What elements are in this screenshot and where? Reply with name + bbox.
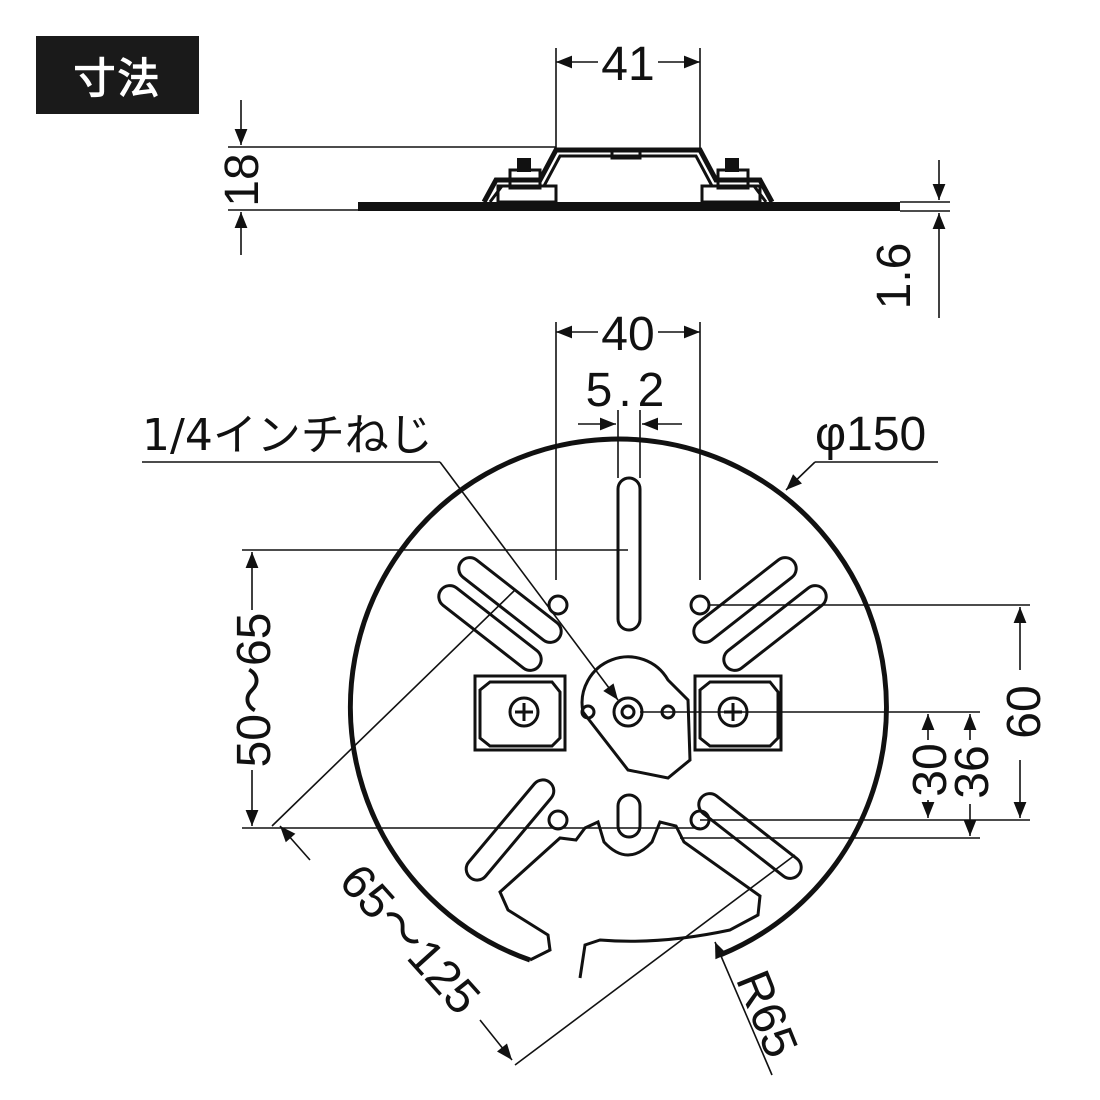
side-view: 41 18 1.6 bbox=[216, 38, 950, 318]
side-width-label: 41 bbox=[601, 38, 654, 91]
plate-outline bbox=[347, 436, 889, 963]
diagonal-slots bbox=[437, 556, 828, 882]
slot-width-label: 5.2 bbox=[586, 364, 671, 417]
side-right-knob bbox=[700, 158, 762, 204]
top-view: 40 5.2 1/4インチねじ φ150 50〜65 60 30 bbox=[142, 308, 1051, 1076]
right-clamp bbox=[693, 674, 783, 752]
radius-label: R65 bbox=[725, 963, 807, 1065]
bottom-small-slot bbox=[616, 793, 642, 839]
r65-slot bbox=[498, 819, 762, 979]
side-left-knob bbox=[496, 158, 558, 204]
offset-a-label: 30 bbox=[904, 743, 957, 796]
vertical-range-label: 50〜65 bbox=[228, 613, 281, 768]
side-base-plate bbox=[358, 202, 900, 211]
right-height-label: 60 bbox=[998, 685, 1051, 738]
center-boss bbox=[580, 655, 692, 780]
offset-b-label: 36 bbox=[946, 745, 999, 798]
left-clamp bbox=[473, 674, 567, 752]
side-height-label: 18 bbox=[216, 153, 269, 206]
diameter-label: φ150 bbox=[815, 408, 926, 461]
screw-hole bbox=[612, 696, 644, 728]
center-slot bbox=[616, 476, 642, 632]
spacing-label: 40 bbox=[601, 308, 654, 361]
screw-label: 1/4インチねじ bbox=[142, 410, 433, 461]
page-title: 寸法 bbox=[36, 36, 199, 114]
diagonal-range-label: 65〜125 bbox=[329, 854, 490, 1024]
side-thickness-label: 1.6 bbox=[868, 243, 921, 310]
